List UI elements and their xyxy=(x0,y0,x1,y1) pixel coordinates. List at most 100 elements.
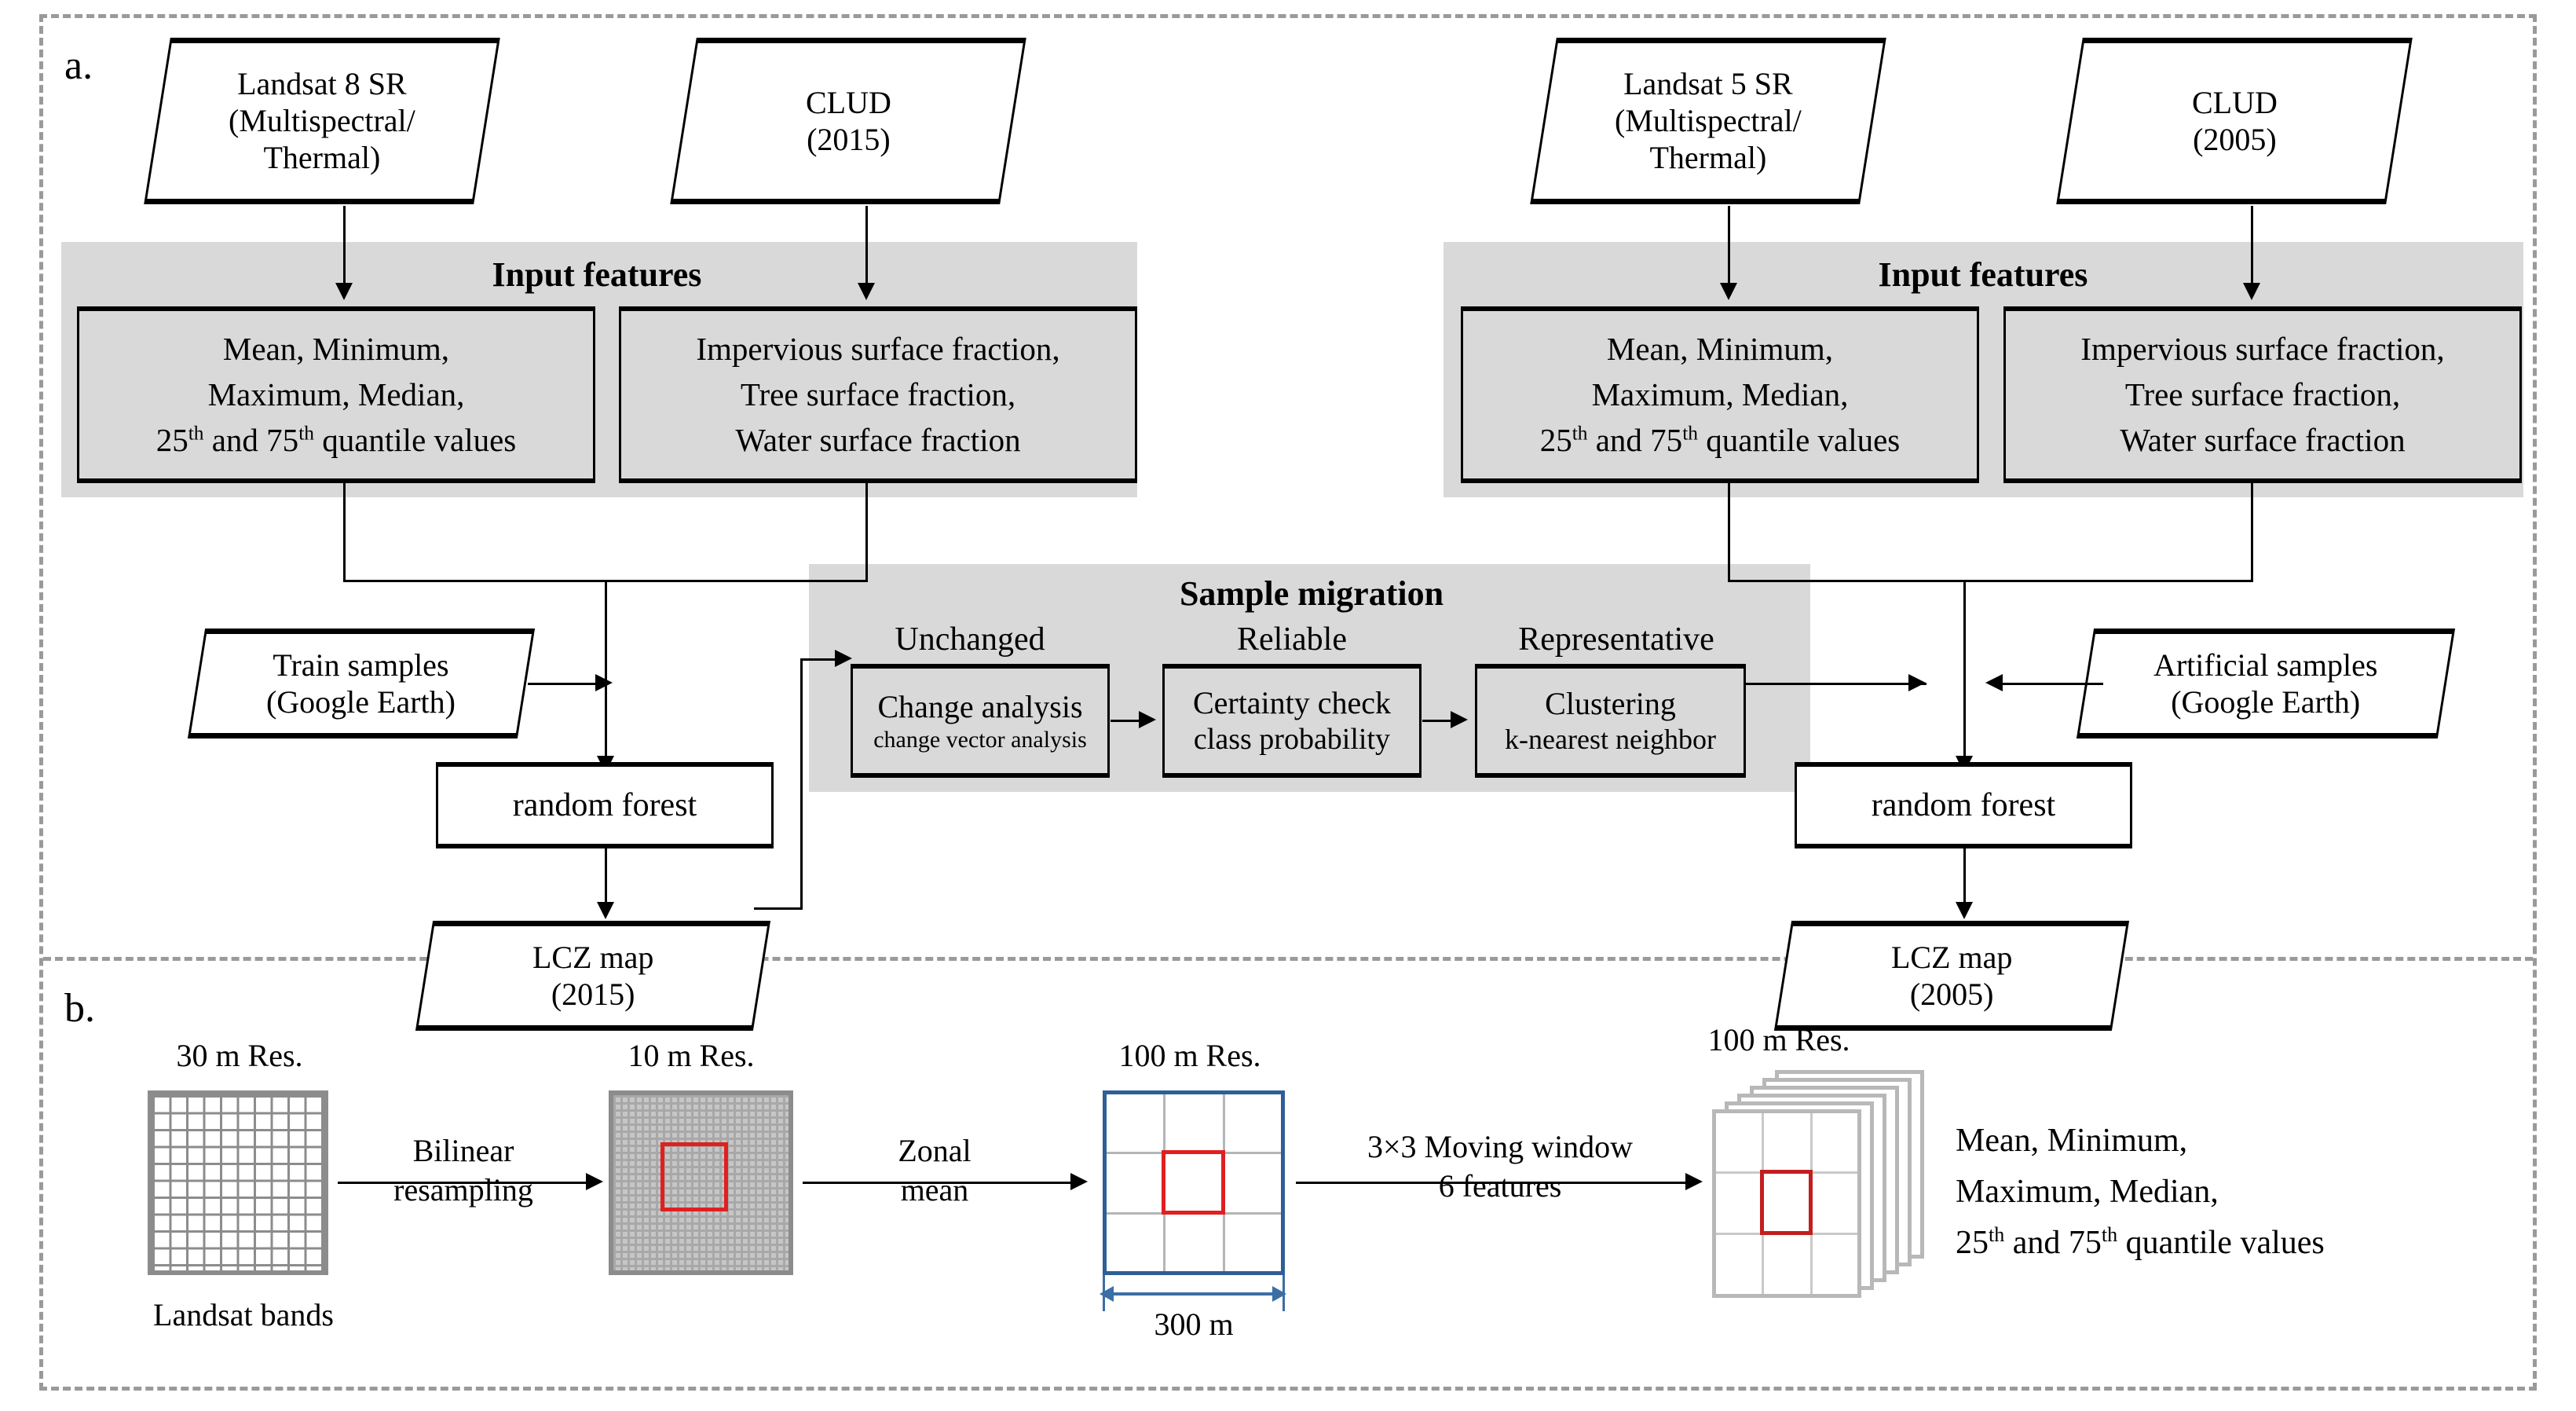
transition-zonal-label: Zonal mean xyxy=(817,1131,1052,1210)
dimension-300m-label: 300 m xyxy=(1154,1307,1234,1342)
landsat5-to-features-line xyxy=(1728,206,1730,288)
dimension-300m-head-left xyxy=(1100,1286,1114,1302)
stage-stacked-res-label: 100 m Res. xyxy=(1707,1022,1850,1057)
grid-30m xyxy=(148,1090,328,1275)
landsat8-line3: Thermal) xyxy=(263,140,381,176)
migration-step-0-box[interactable]: Change analysis change vector analysis xyxy=(851,664,1110,778)
left-random-forest-box[interactable]: random forest xyxy=(436,762,774,848)
clud2015-line1: CLUD xyxy=(805,84,891,120)
stage-10m-res-label: 10 m Res. xyxy=(628,1038,755,1073)
clud2005-line1: CLUD xyxy=(2191,84,2278,120)
clud2015-to-features-arrow xyxy=(858,283,875,300)
lcz2015-line1: LCZ map xyxy=(532,939,654,975)
migration-1-to-2-line xyxy=(1422,720,1454,722)
transition-moving-window-line xyxy=(1296,1182,1689,1184)
right-merge-to-rf-line xyxy=(1963,580,1966,760)
train-samples-line1: Train samples xyxy=(273,647,450,683)
migration-0-to-1-line xyxy=(1111,720,1142,722)
panel-b-features-line3: 25th and 75th quantile values xyxy=(1956,1223,2325,1262)
migration-out-arrow xyxy=(1908,674,1926,691)
lcz-map-2005-node[interactable]: LCZ map (2005) xyxy=(1773,921,2130,1031)
left-input-features-title: Input features xyxy=(492,255,702,294)
lcz2005-line1: LCZ map xyxy=(1890,939,2013,975)
train-samples-to-rf-line xyxy=(528,683,597,685)
left-spectral-line2: Maximum, Median, xyxy=(207,376,465,412)
panel-b-features-line1: Mean, Minimum, xyxy=(1956,1123,2188,1159)
clud2005-line2: (2005) xyxy=(2192,122,2277,157)
right-fraction-line2: Tree surface fraction, xyxy=(2124,376,2401,412)
transition-moving-window-arrow xyxy=(1685,1173,1703,1190)
artificial-samples-node[interactable]: Artificial samples (Google Earth) xyxy=(2076,629,2456,738)
panel-divider xyxy=(43,957,2533,961)
panel-a-label: a. xyxy=(64,43,93,88)
left-merge-to-rf-line xyxy=(605,580,607,760)
left-fraction-down-line xyxy=(865,483,868,581)
transition-bilinear-label: Bilinear resampling xyxy=(346,1131,581,1210)
artificial-samples-to-rf-arrow xyxy=(1985,674,2003,691)
left-fraction-line3: Water surface fraction xyxy=(735,422,1021,459)
train-samples-to-rf-arrow xyxy=(595,674,613,691)
landsat8-to-features-arrow xyxy=(335,283,353,300)
right-rf-to-map-arrow xyxy=(1956,902,1973,919)
right-fraction-line3: Water surface fraction xyxy=(2120,422,2406,459)
lcz2015-line2: (2015) xyxy=(551,977,635,1012)
source-clud-2015-node[interactable]: CLUD (2015) xyxy=(670,38,1026,204)
right-rf-to-map-line xyxy=(1963,848,1966,905)
transition-moving-window-line2: 6 features xyxy=(1438,1168,1562,1204)
right-spectral-features-box[interactable]: Mean, Minimum, Maximum, Median, 25th and… xyxy=(1461,306,1979,483)
dimension-300m-arrow-line xyxy=(1103,1292,1285,1296)
migration-0-to-1-arrow xyxy=(1139,711,1156,728)
left-spectral-features-box[interactable]: Mean, Minimum, Maximum, Median, 25th and… xyxy=(77,306,595,483)
migration-step-1-name: Certainty check xyxy=(1192,684,1392,720)
landsat8-line2: (Multispectral/ xyxy=(229,103,415,139)
right-fraction-line1: Impervious surface fraction, xyxy=(2080,330,2445,367)
source-clud-2005-node[interactable]: CLUD (2005) xyxy=(2056,38,2413,204)
dimension-300m-head-right xyxy=(1272,1286,1286,1302)
migration-step-2-caption: Representative xyxy=(1518,621,1714,658)
panel-b-label: b. xyxy=(64,986,95,1031)
artificial-samples-to-rf-line xyxy=(2001,683,2103,685)
grid-100m xyxy=(1103,1090,1285,1275)
grid-10m-highlight-cell xyxy=(660,1142,728,1211)
source-landsat5-node[interactable]: Landsat 5 SR (Multispectral/ Thermal) xyxy=(1530,38,1886,204)
lcz-map-2015-node[interactable]: LCZ map (2015) xyxy=(415,921,771,1031)
landsat5-to-features-arrow xyxy=(1720,283,1737,300)
artificial-samples-line2: (Google Earth) xyxy=(2171,684,2361,720)
transition-bilinear-arrow xyxy=(586,1173,603,1190)
source-landsat8-node[interactable]: Landsat 8 SR (Multispectral/ Thermal) xyxy=(144,38,500,204)
stage-100m-res-label: 100 m Res. xyxy=(1118,1038,1261,1073)
panel-b-features-line2: Maximum, Median, xyxy=(1956,1174,2219,1211)
transition-bilinear-line xyxy=(338,1182,589,1184)
left-spectral-down-line xyxy=(343,483,346,581)
migration-step-1-box[interactable]: Certainty check class probability xyxy=(1162,664,1422,778)
transition-zonal-line1: Zonal xyxy=(898,1133,971,1168)
right-fraction-features-box[interactable]: Impervious surface fraction, Tree surfac… xyxy=(2003,306,2522,483)
right-merge-horizontal-line xyxy=(1728,580,2253,582)
right-random-forest-box[interactable]: random forest xyxy=(1795,762,2132,848)
transition-moving-window-label: 3×3 Moving window 6 features xyxy=(1312,1127,1689,1206)
migration-1-to-2-arrow xyxy=(1451,711,1468,728)
lcz2015-feedback-v xyxy=(800,658,803,910)
migration-step-2-box[interactable]: Clustering k-nearest neighbor xyxy=(1475,664,1746,778)
left-spectral-line3: 25th and 75th quantile values xyxy=(156,422,517,459)
migration-step-1-caption: Reliable xyxy=(1237,621,1347,658)
train-samples-node[interactable]: Train samples (Google Earth) xyxy=(187,629,536,738)
right-fraction-down-line xyxy=(2251,483,2253,581)
transition-zonal-arrow xyxy=(1070,1173,1088,1190)
right-spectral-down-line xyxy=(1728,483,1730,581)
lcz2015-feedback-h1 xyxy=(754,907,803,910)
stage-30m-res-label: 30 m Res. xyxy=(176,1038,303,1073)
grid-stack-layer-1 xyxy=(1712,1109,1861,1298)
landsat5-line3: Thermal) xyxy=(1649,140,1767,176)
clud2015-line2: (2015) xyxy=(806,122,891,157)
left-spectral-line1: Mean, Minimum, xyxy=(222,330,450,367)
train-samples-line2: (Google Earth) xyxy=(266,684,456,720)
migration-out-line xyxy=(1746,683,1927,685)
transition-zonal-line2: mean xyxy=(900,1172,969,1208)
grid-100m-highlight-cell xyxy=(1162,1150,1225,1215)
left-rf-to-map-line xyxy=(605,848,607,905)
migration-step-0-caption: Unchanged xyxy=(895,621,1045,658)
right-spectral-line3: 25th and 75th quantile values xyxy=(1539,422,1901,459)
left-fraction-features-box[interactable]: Impervious surface fraction, Tree surfac… xyxy=(619,306,1137,483)
grid-stack-highlight-cell xyxy=(1760,1170,1813,1235)
